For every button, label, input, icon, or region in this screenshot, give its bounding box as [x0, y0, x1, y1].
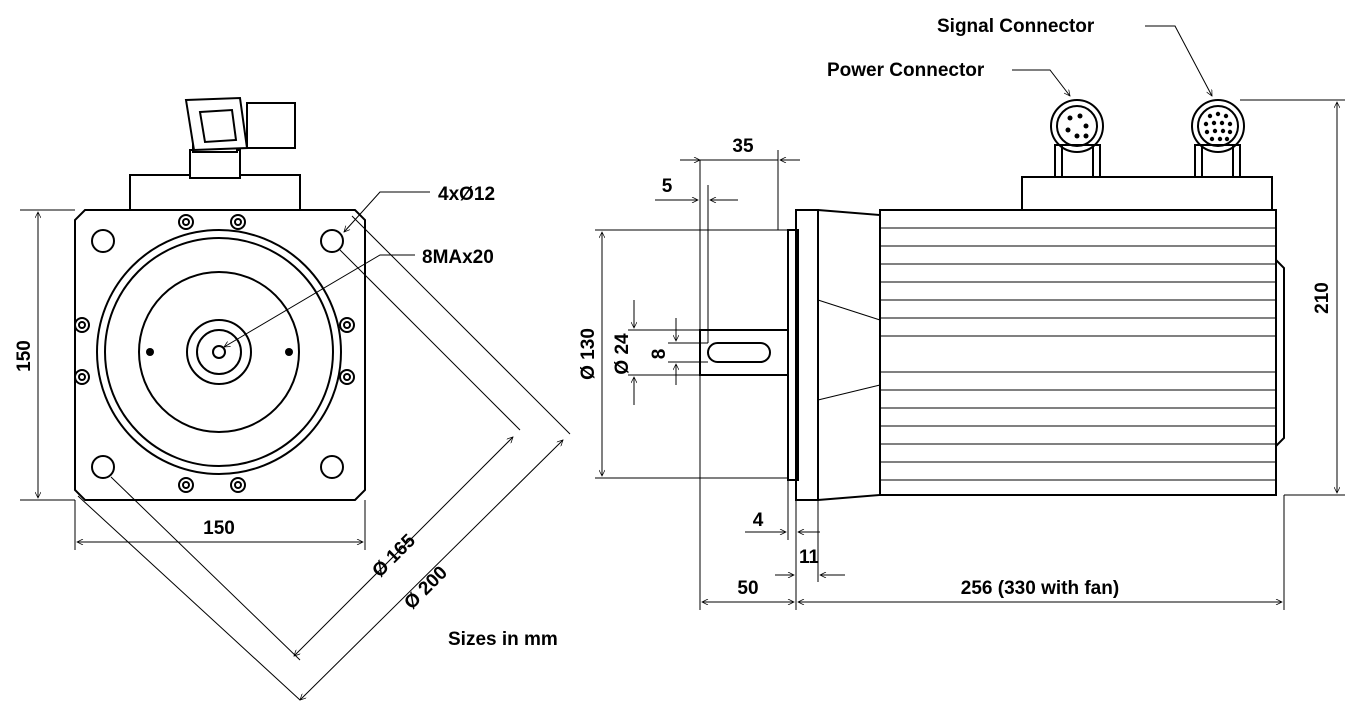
pilot-depth-value: 4 — [753, 510, 764, 531]
side-view — [595, 25, 1345, 610]
front-connector-box — [129, 174, 301, 211]
sizes-note: Sizes in mm — [448, 629, 558, 650]
power-connector-leader — [1012, 69, 1070, 96]
mounting-hole — [91, 455, 115, 479]
keyway — [707, 342, 771, 363]
outer-ring — [96, 229, 342, 475]
side-body — [879, 209, 1277, 496]
pilot-circle — [138, 271, 300, 433]
inner-ring — [104, 237, 334, 467]
screw-holes — [74, 214, 355, 493]
mounting-hole — [91, 229, 115, 253]
power-connector-label: Power Connector — [827, 60, 985, 81]
body-length-value: 256 (330 with fan) — [961, 578, 1119, 599]
thread-label: 8MAx20 — [422, 247, 494, 268]
rear-cap — [1275, 259, 1285, 447]
holes-leader — [344, 191, 430, 232]
side-connector-box — [1021, 176, 1273, 211]
key-width-value: 8 — [649, 349, 670, 360]
shaft-outer — [186, 319, 252, 385]
front-power-plug — [184, 96, 296, 179]
outer-circle-value: Ø 200 — [400, 562, 451, 613]
front-view — [20, 96, 571, 700]
signal-connector-leader — [1145, 25, 1213, 96]
holes-label: 4xØ12 — [438, 184, 495, 205]
shaft-dia-value: Ø 24 — [612, 333, 633, 375]
pilot-dia-value: Ø 130 — [578, 328, 599, 380]
mounting-hole — [320, 229, 344, 253]
front-height-value: 150 — [14, 340, 35, 372]
shaft-center-hole — [212, 345, 226, 359]
outer-dim-line — [300, 440, 563, 700]
shaft-offset-value: 5 — [662, 176, 673, 197]
thread-leader — [224, 254, 415, 348]
cooling-fins — [880, 227, 1276, 481]
side-signal-connector — [1191, 99, 1245, 178]
shaft-inner — [196, 329, 242, 375]
shaft-total-value: 50 — [737, 578, 758, 599]
flange-thickness-value: 11 — [799, 547, 820, 568]
signal-connector-label: Signal Connector — [937, 16, 1095, 37]
shaft-length-value: 35 — [732, 136, 754, 157]
side-transition — [817, 209, 881, 501]
front-width-value: 150 — [203, 518, 235, 539]
total-height-value: 210 — [1312, 282, 1333, 314]
pitch-circle-value: Ø 165 — [368, 530, 420, 582]
side-power-connector — [1050, 99, 1104, 178]
shaft — [699, 329, 789, 376]
front-flange — [74, 209, 366, 501]
side-flange — [795, 209, 819, 501]
mounting-hole — [320, 455, 344, 479]
